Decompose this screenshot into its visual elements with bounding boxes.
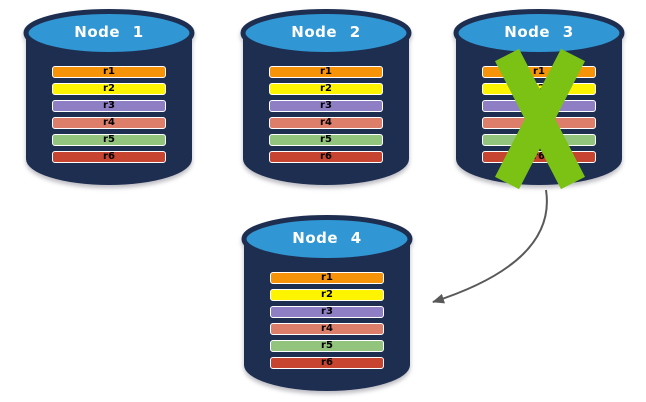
replica-row-r2: r2 [52,83,166,95]
failure-cross-icon [495,48,585,190]
replica-row-r1: r1 [269,66,383,78]
replica-row-r3: r3 [270,306,384,318]
replica-row-r1: r1 [270,272,384,284]
replica-row-r5: r5 [52,134,166,146]
node-2: Node 2 r1 r2 r3 r4 r5 r6 [240,9,412,189]
replica-row-r4: r4 [269,117,383,129]
node-title: Node 4 [292,229,362,247]
node-title: Node 1 [74,23,144,41]
replica-row-r4: r4 [270,323,384,335]
replica-row-r2: r2 [270,289,384,301]
replica-row-r6: r6 [269,151,383,163]
replica-row-r3: r3 [269,100,383,112]
node-rows: r1 r2 r3 r4 r5 r6 [269,66,383,168]
node-title: Node 3 [504,23,574,41]
arrow-curve [432,189,548,304]
replica-row-r2: r2 [269,83,383,95]
replica-row-r4: r4 [52,117,166,129]
node-4: Node 4 r1 r2 r3 r4 r5 r6 [241,215,413,395]
node-rows: r1 r2 r3 r4 r5 r6 [270,272,384,374]
node-1: Node 1 r1 r2 r3 r4 r5 r6 [23,9,195,189]
replica-row-r5: r5 [270,340,384,352]
replica-row-r6: r6 [270,357,384,369]
replica-row-r3: r3 [52,100,166,112]
replica-row-r5: r5 [269,134,383,146]
replica-row-r1: r1 [52,66,166,78]
node-rows: r1 r2 r3 r4 r5 r6 [52,66,166,168]
node-title: Node 2 [291,23,361,41]
replica-row-r6: r6 [52,151,166,163]
